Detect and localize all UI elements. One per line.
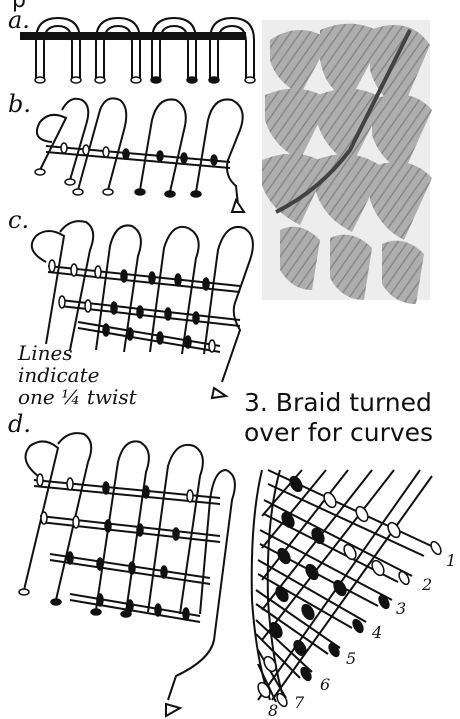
strand-number-5: 5 — [346, 649, 356, 668]
arrowhead — [166, 704, 180, 716]
strand-number-6: 6 — [320, 675, 330, 694]
braid-photo — [262, 20, 432, 304]
section-3-figure: 1 2 3 4 5 6 7 8 — [252, 470, 456, 719]
step-b-figure — [35, 98, 244, 212]
strand-number-3: 3 — [396, 599, 406, 618]
strand-number-7: 7 — [294, 693, 305, 712]
step-a-figure — [20, 18, 255, 83]
strand-number-8: 8 — [268, 701, 278, 719]
arrowhead — [212, 388, 226, 398]
step-c-figure — [32, 221, 253, 398]
arrowhead — [232, 200, 244, 212]
strand-number-2: 2 — [421, 575, 432, 594]
strand-number-1: 1 — [446, 551, 456, 570]
strand-number-4: 4 — [371, 623, 382, 642]
step-d-figure — [19, 433, 235, 716]
